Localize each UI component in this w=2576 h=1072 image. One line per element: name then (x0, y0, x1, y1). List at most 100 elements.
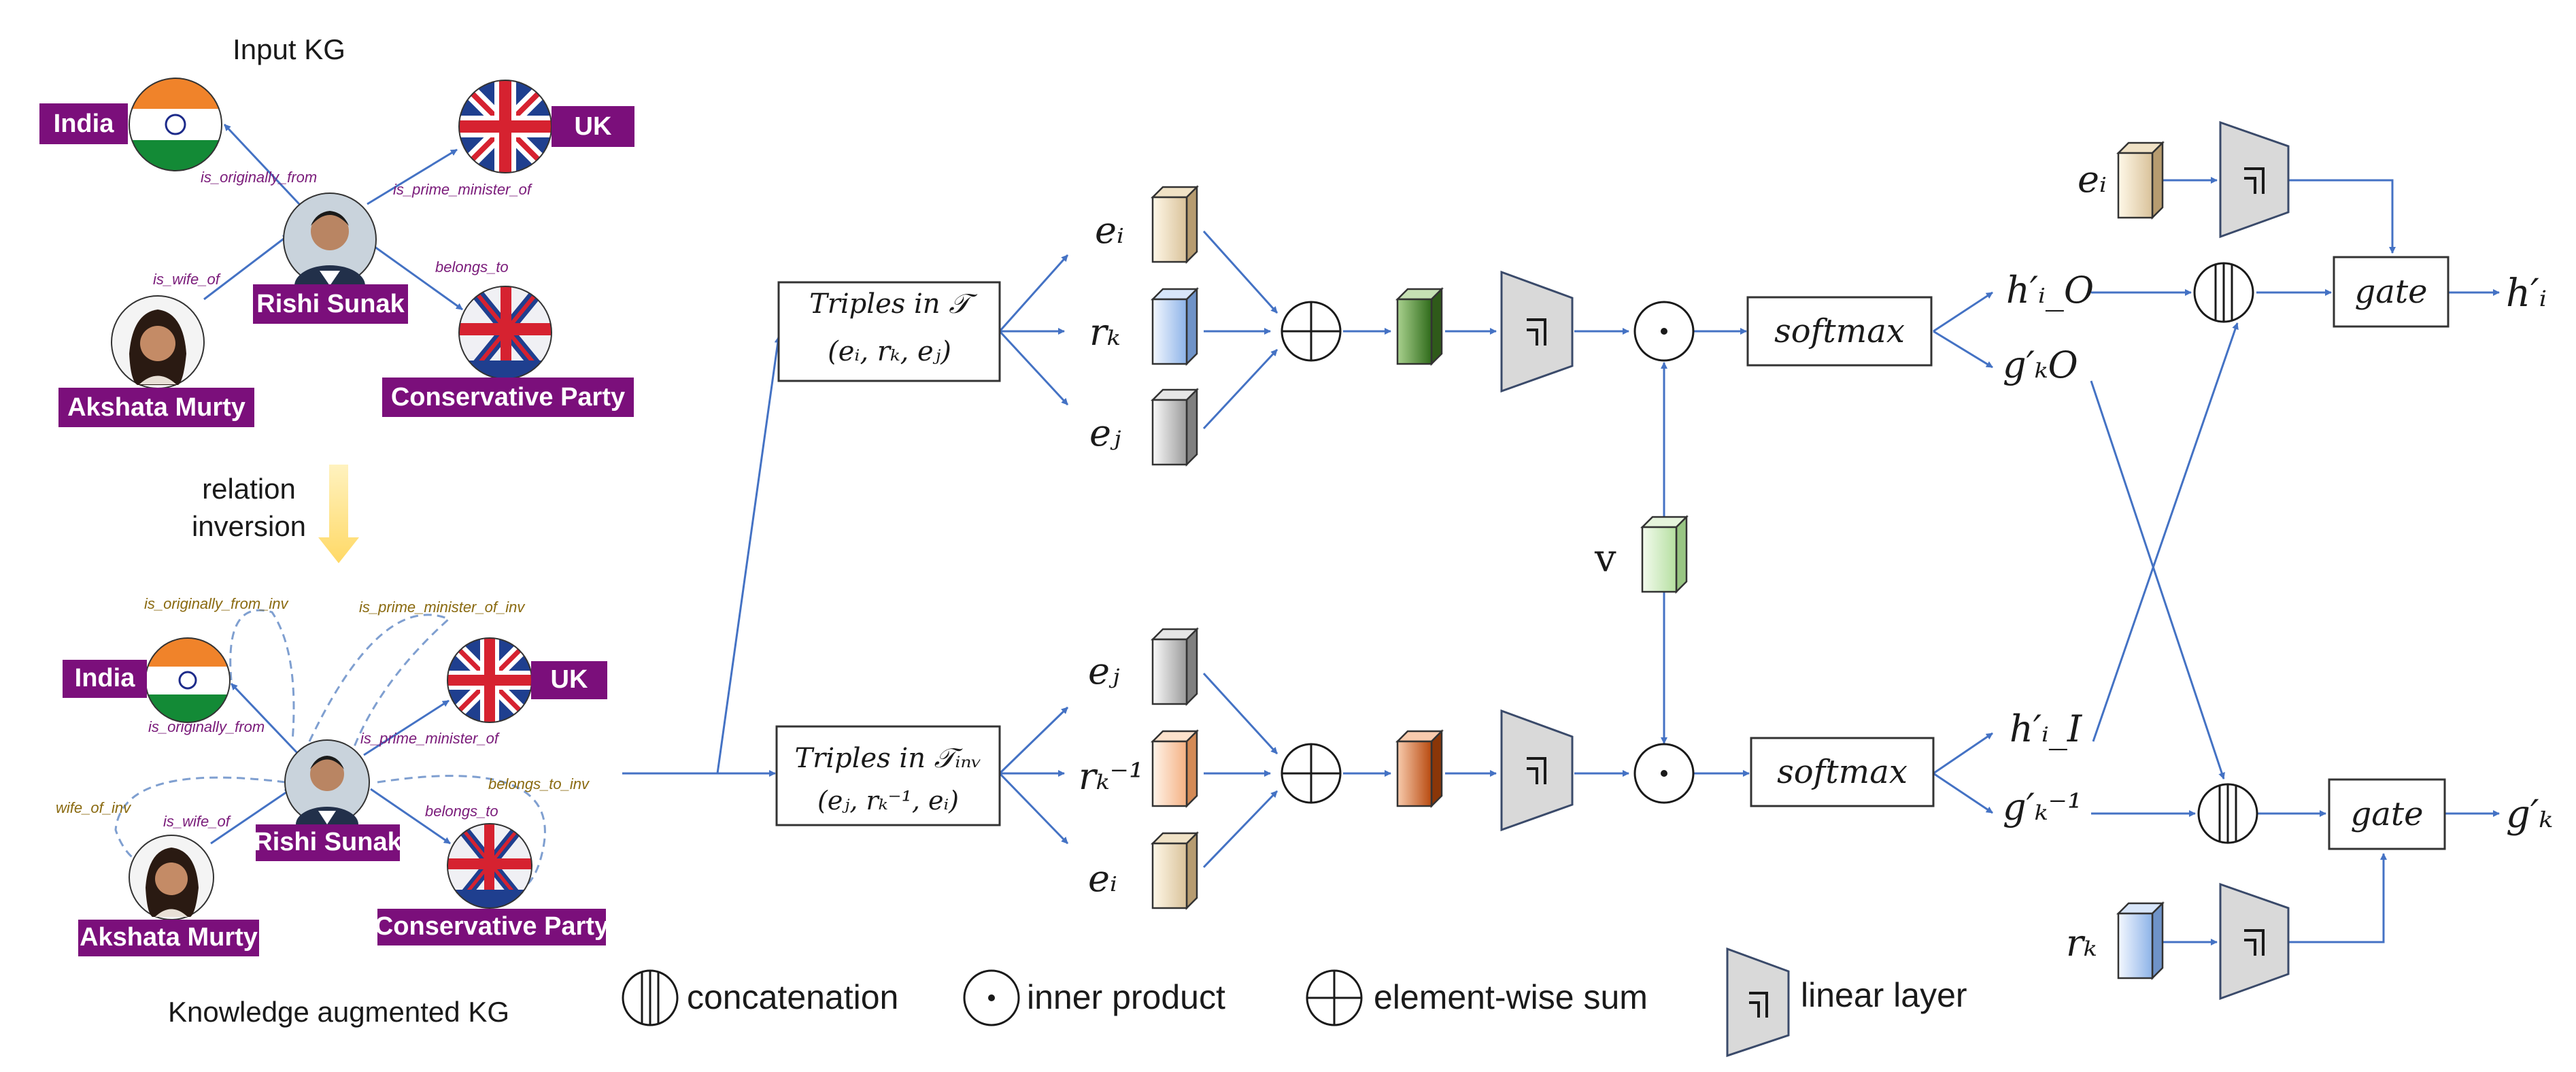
emb-bot-ej: eⱼ (1088, 650, 1120, 692)
legend-inner-label: inner product (1027, 978, 1225, 1016)
label-india (39, 103, 128, 144)
inversion-label-2: inversion (192, 510, 306, 542)
rel-wife: is_wife_of (153, 271, 222, 288)
aug-label-uk-text: UK (551, 665, 588, 694)
legend-concat-icon (622, 969, 679, 1026)
label-uk-text: UK (575, 112, 612, 141)
softmax-bottom-label: softmax (1777, 753, 1908, 791)
edge-originally-from (223, 123, 301, 205)
india-flag-icon (129, 78, 222, 171)
emb-top-rk: rₖ (1089, 311, 1121, 354)
gate-top-label: gate (2354, 273, 2427, 311)
uk-flag-icon (458, 80, 552, 173)
cube-ei-right (2116, 140, 2165, 220)
output-g-o: g′ₖO (2003, 344, 2078, 386)
gate-bottom-box (2328, 778, 2446, 850)
linear-layer-rk-icon (2219, 882, 2290, 1001)
label-akshata-text: Akshata Murty (67, 393, 245, 422)
forward-triples-tuple: (eᵢ, rₖ, eⱼ) (828, 336, 951, 367)
output-h-i: h′ᵢ_I (2010, 707, 2083, 750)
curve-pm-inv (308, 614, 451, 749)
aug-rel-belongs: belongs_to (425, 803, 498, 820)
inversion-label-1: relation (202, 473, 296, 505)
linear-layer-top-icon (1500, 270, 1574, 393)
aug-rel-wife: is_wife_of (163, 813, 232, 830)
aug-edge-prime-minister (363, 699, 450, 756)
cube-orange-agg (1395, 728, 1444, 809)
aug-label-akshata-text: Akshata Murty (80, 923, 258, 952)
aug-edge-originally-from (230, 682, 301, 756)
linear-layer-ei-icon (2219, 120, 2290, 239)
output-ei-input: eᵢ (2078, 158, 2107, 201)
curve-belongs-inv (377, 775, 546, 892)
cube-ei-bottom (1150, 831, 1200, 911)
arrow-to-forward-triples (622, 336, 781, 775)
label-india-text: India (54, 110, 115, 138)
softmax-top-box (1746, 296, 1933, 367)
v-label: v (1594, 537, 1616, 581)
emb-bot-ei: eᵢ (1088, 857, 1117, 900)
cube-ej-bottom (1150, 626, 1200, 707)
aug-label-india-text: India (75, 664, 136, 692)
emb-top-ej: eⱼ (1089, 412, 1121, 454)
label-rishi-text: Rishi Sunak (256, 290, 405, 318)
forward-triples-box (777, 281, 1001, 382)
sum-operator-bottom-icon (1281, 743, 1342, 804)
label-akshata (58, 388, 254, 427)
aug-uk-flag-icon (447, 637, 532, 723)
conservative-party-logo-icon (458, 286, 552, 380)
sum-operator-top-icon (1281, 301, 1342, 362)
aug-label-akshata (78, 920, 259, 956)
label-uk (552, 106, 634, 147)
aug-label-party (377, 909, 606, 945)
cube-rinv-bottom (1150, 728, 1200, 809)
concat-top-icon (2193, 262, 2254, 323)
label-party-text: Conservative Party (391, 383, 625, 412)
akshata-avatar-icon (111, 295, 205, 389)
linear-layer-bottom-icon (1500, 709, 1574, 832)
augmented-kg-title: Knowledge augmented KG (168, 996, 509, 1028)
inverse-triples-title: Triples in 𝒯ᵢₙᵥ (795, 743, 982, 774)
output-g-inv: g′ₖ⁻¹ (2003, 786, 2082, 828)
edge-belongs (367, 240, 463, 311)
rel-pm-inv: is_prime_minister_of_inv (359, 599, 526, 616)
aug-label-party-text: Conservative Party (375, 912, 609, 941)
legend-concat-label: concatenation (687, 978, 898, 1016)
legend-linear-icon (1726, 947, 1790, 1058)
output-h-final: h′ᵢ (2506, 271, 2547, 316)
cube-rk-top (1150, 286, 1200, 367)
label-party (382, 378, 634, 417)
inverse-triples-tuple: (eⱼ, rₖ⁻¹, eᵢ) (817, 786, 959, 816)
edge-wife (203, 233, 290, 301)
rel-wife-inv: wife_of_inv (56, 799, 132, 816)
rel-orig-inv: is_originally_from_inv (144, 595, 290, 612)
curve-orig-inv (229, 609, 295, 742)
gate-top-box (2333, 256, 2450, 328)
output-rk-input: rₖ (2066, 922, 2097, 965)
legend-linear-label: linear layer (1801, 976, 1967, 1014)
forward-triples-title: Triples in 𝒯 (809, 288, 978, 320)
rel-prime-minister: is_prime_minister_of (393, 181, 533, 198)
aug-rel-prime-minister: is_prime_minister_of (360, 730, 501, 747)
cube-v (1640, 514, 1689, 594)
inversion-arrow-icon (318, 465, 359, 563)
aug-edge-belongs (370, 788, 451, 845)
cube-green-agg (1395, 286, 1444, 367)
label-rishi (253, 284, 408, 324)
cube-ej-top (1150, 387, 1200, 467)
legend-sum-label: element-wise sum (1374, 978, 1648, 1016)
aug-label-india (63, 660, 147, 698)
cube-rk-right (2116, 901, 2165, 981)
aug-party-logo-icon (447, 823, 532, 909)
aug-india-flag-icon (145, 637, 231, 723)
edge-prime-minister (367, 148, 458, 205)
softmax-bottom-box (1750, 737, 1935, 807)
emb-top-ei: eᵢ (1095, 209, 1124, 252)
aug-label-rishi-text: Rishi Sunak (254, 828, 402, 856)
aug-label-uk (531, 661, 607, 699)
gate-bottom-label: gate (2350, 795, 2423, 833)
emb-bot-rinv: rₖ⁻¹ (1079, 755, 1144, 798)
rel-originally-from: is_originally_from (201, 169, 317, 186)
softmax-top-label: softmax (1774, 312, 1905, 350)
